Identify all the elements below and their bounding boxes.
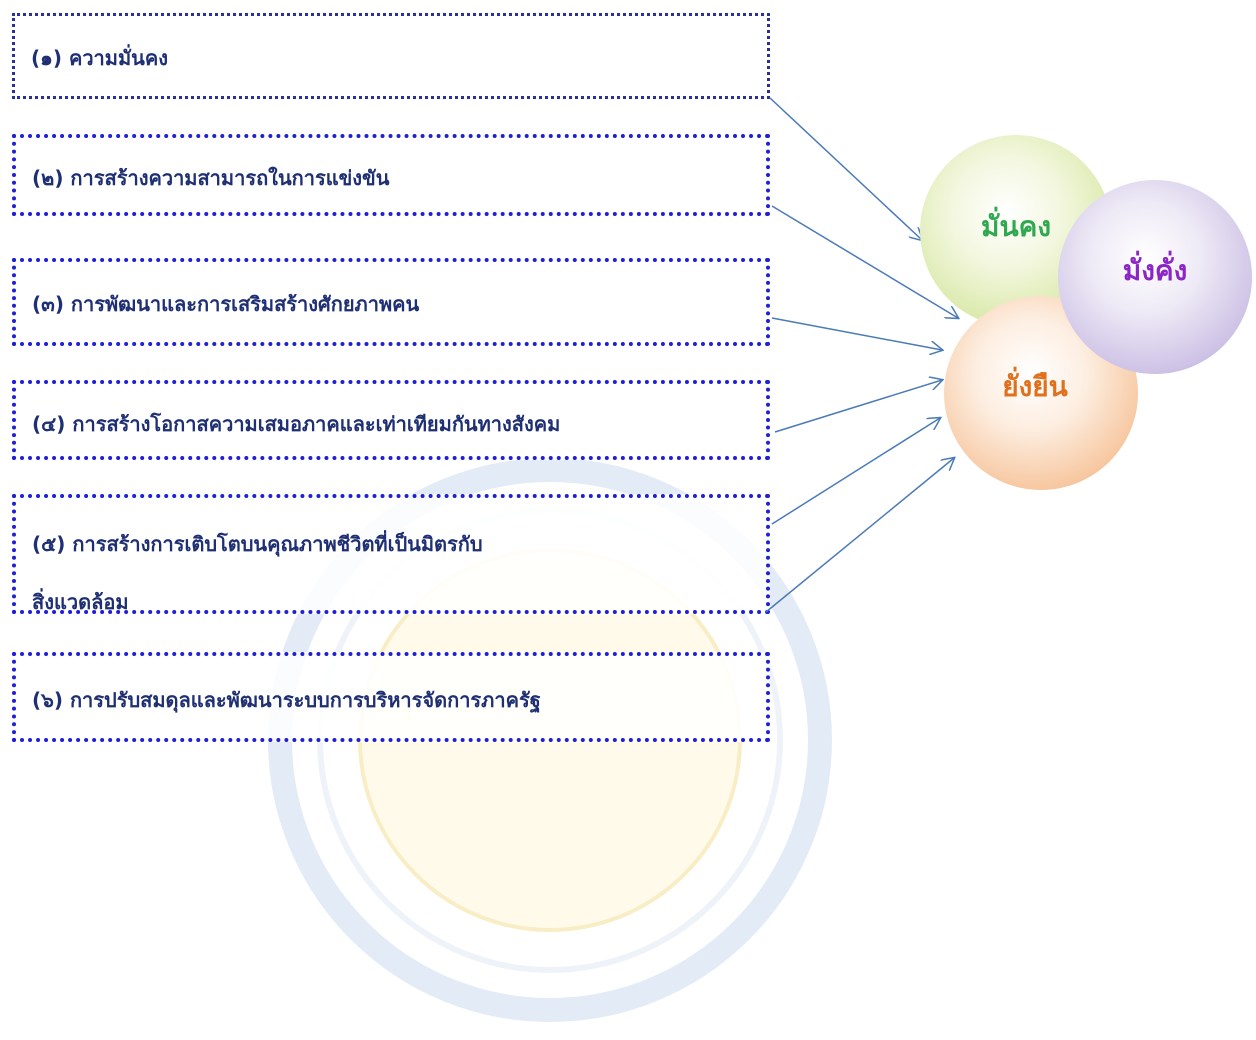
strategy-box-1: (๑) ความมั่นคง [12,13,770,99]
strategy-text-2: (๒) การสร้างความสามารถในการแข่งขัน [32,166,390,190]
strategy-box-2: (๒) การสร้างความสามารถในการแข่งขัน [12,134,770,216]
strategy-text-5-line2: สิ่งแวดล้อม [32,590,129,614]
strategy-text-5-line1: (๕) การสร้างการเติบโตบนคุณภาพชีวิตที่เป็… [32,532,483,556]
arrow-4 [774,380,942,433]
strategy-text-4: (๔) การสร้างโอกาสความเสมอภาคและเท่าเทียม… [32,412,561,436]
strategy-box-4: (๔) การสร้างโอกาสความเสมอภาคและเท่าเทียม… [12,380,770,460]
arrow-2 [771,205,958,318]
strategy-box-3: (๓) การพัฒนาและการเสริมสร้างศักยภาพคน [12,258,770,346]
arrow-5 [771,418,940,525]
arrows-layer [765,97,1256,613]
strategy-box-6: (๖) การปรับสมดุลและพัฒนาระบบการบริหารจัด… [12,652,770,742]
strategy-text-6: (๖) การปรับสมดุลและพัฒนาระบบการบริหารจัด… [32,688,541,712]
strategy-text-1: (๑) ความมั่นคง [31,46,168,70]
strategy-box-5: (๕) การสร้างการเติบโตบนคุณภาพชีวิตที่เป็… [12,494,770,614]
circle-prosperity-label: มั่งคั่ง [1122,254,1188,287]
circle-sustainability-label: ยั่งยืน [1002,370,1068,403]
circle-stability-label: มั่นคง [981,210,1051,243]
strategy-text-3: (๓) การพัฒนาและการเสริมสร้างศักยภาพคน [32,292,420,316]
circle-prosperity: มั่งคั่ง [1058,180,1252,374]
arrow-3 [771,317,942,350]
arrow-1 [769,97,922,240]
arrow-6 [765,458,954,613]
